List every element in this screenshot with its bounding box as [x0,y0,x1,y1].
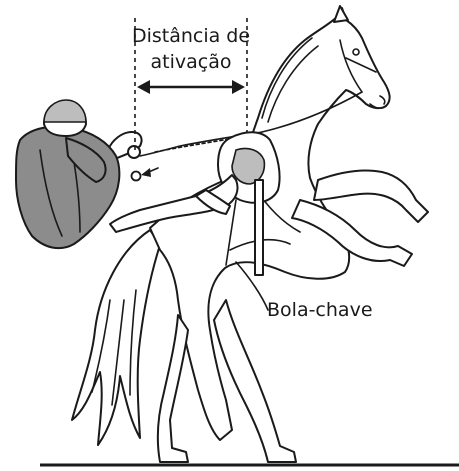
horse-tail [72,230,160,445]
horse-hind-legs [158,300,296,462]
distance-label-line1: Distância de [132,25,250,47]
key-ball-arrow [141,168,158,177]
distance-arrow-icon [137,80,245,94]
key-ball-icon [132,172,141,181]
distance-label-line2: ativação [151,51,232,73]
key-ball-label: Bola-chave [267,299,373,321]
